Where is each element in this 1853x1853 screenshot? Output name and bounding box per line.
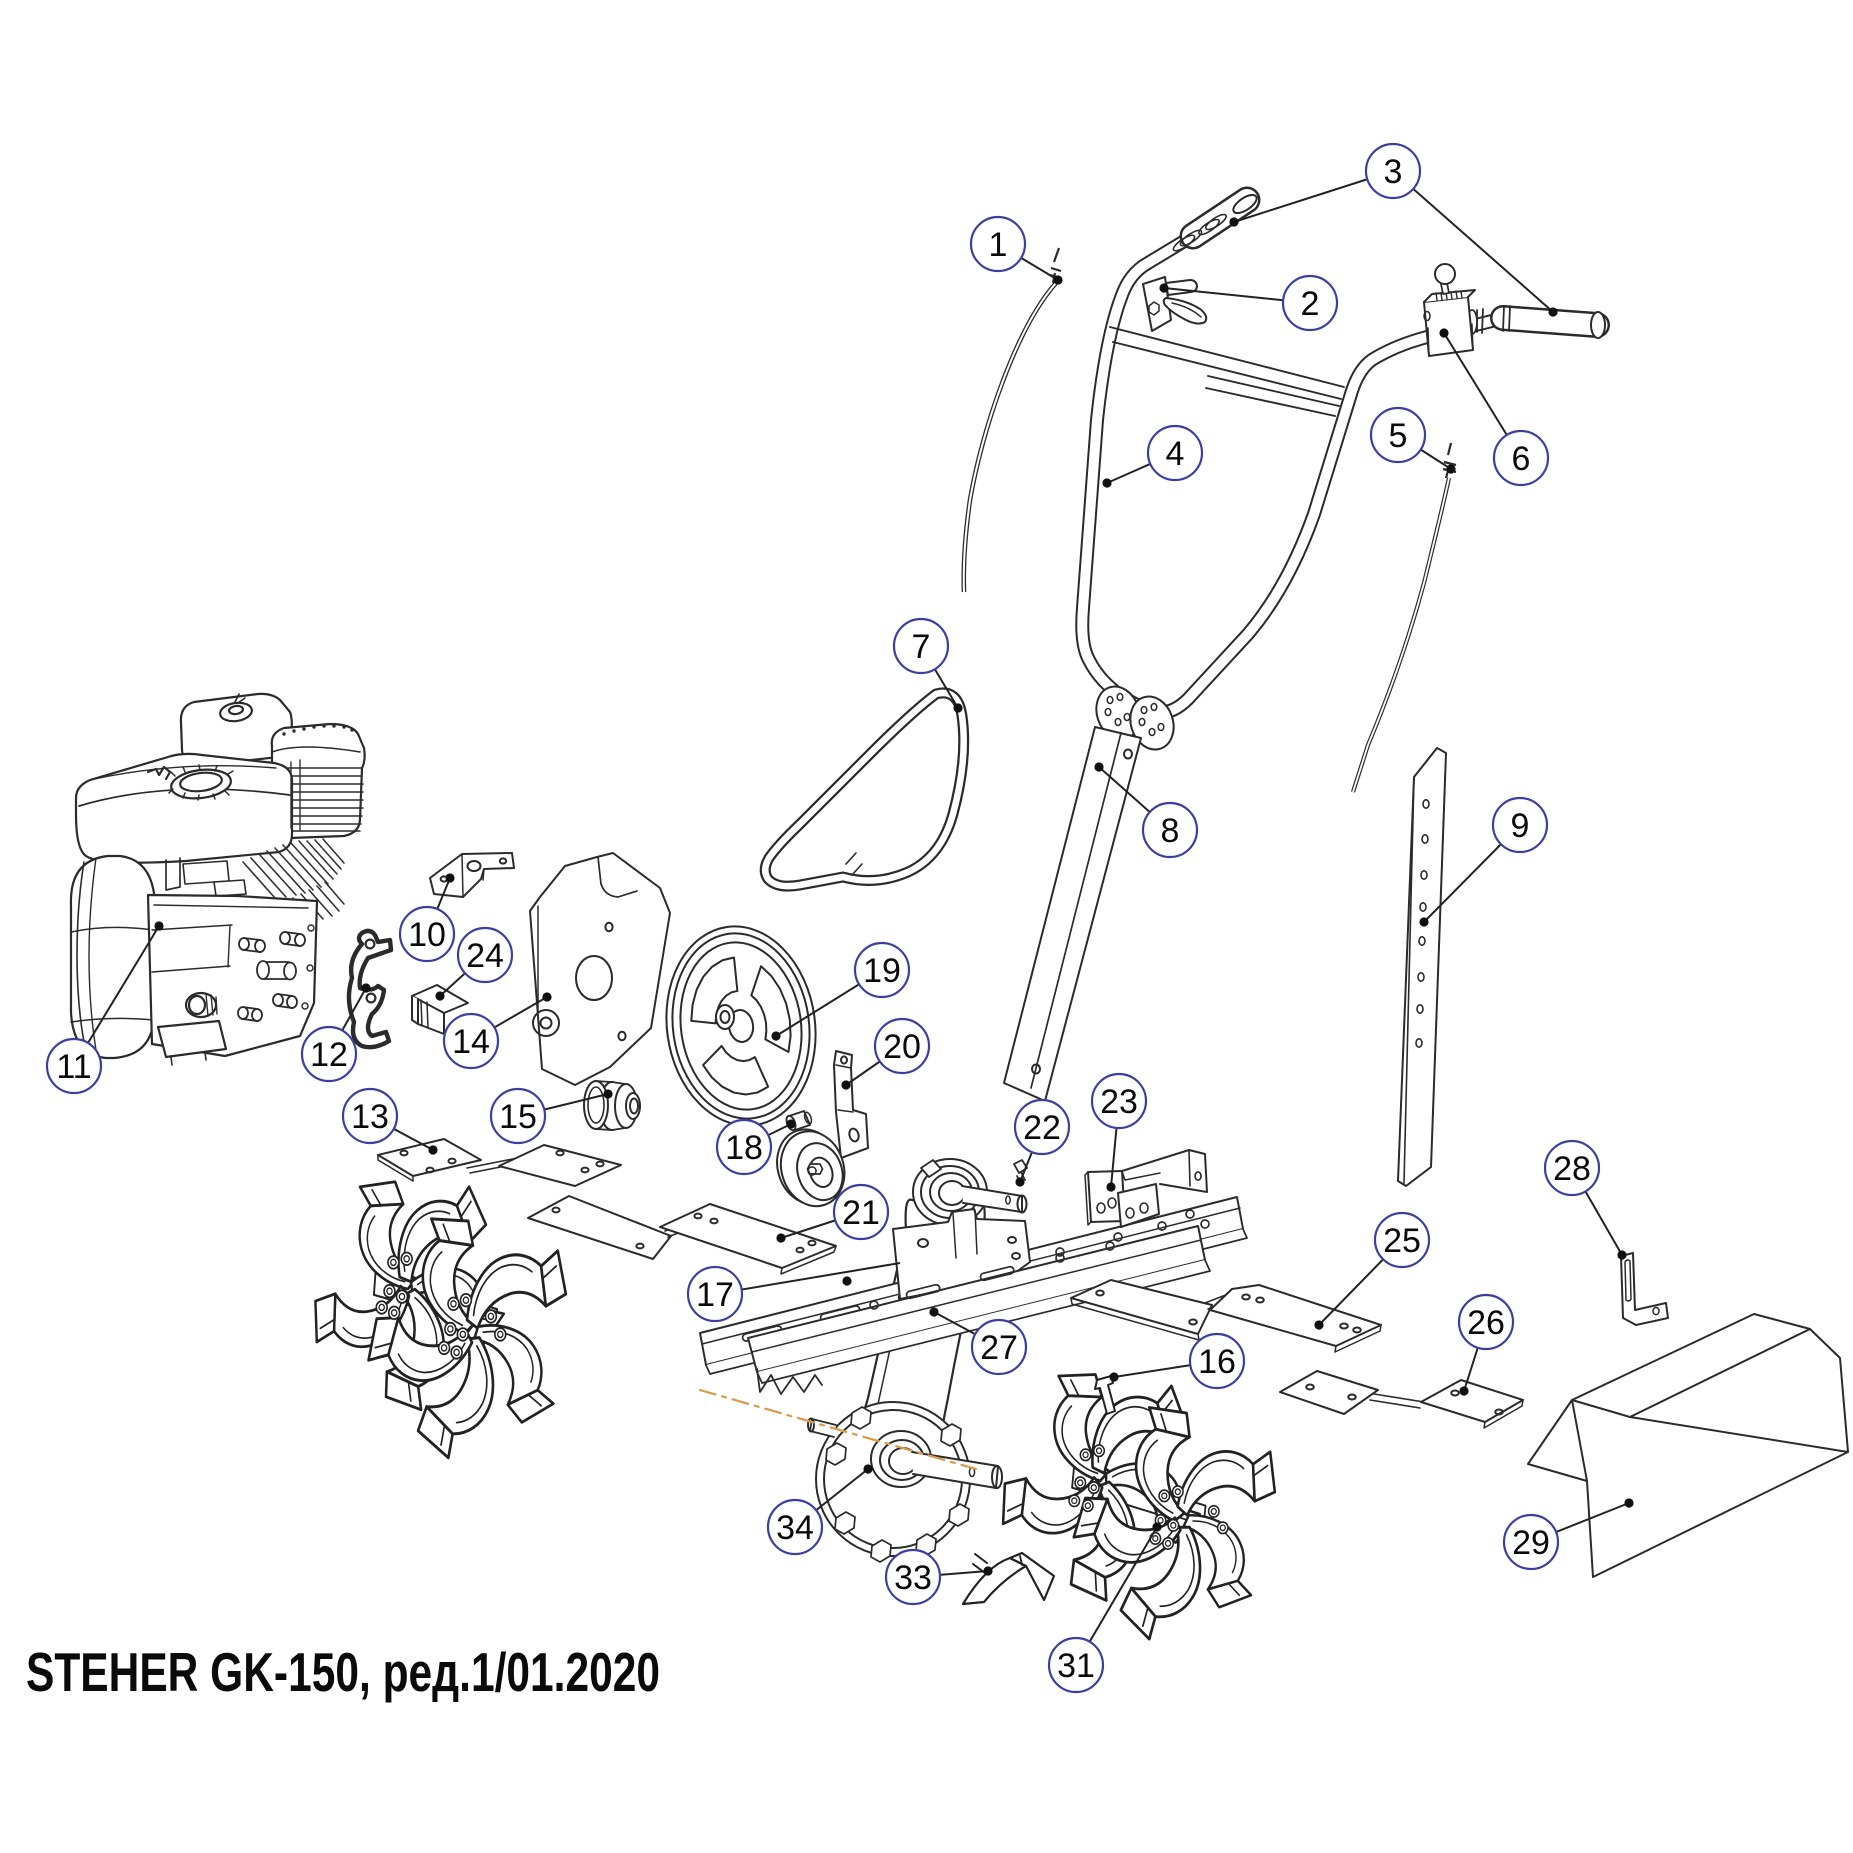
svg-text:11: 11 <box>56 1048 91 1086</box>
svg-text:26: 26 <box>1467 1304 1505 1342</box>
svg-text:23: 23 <box>1100 1083 1138 1121</box>
svg-text:6: 6 <box>1512 440 1531 478</box>
svg-text:19: 19 <box>863 952 901 990</box>
svg-text:STEHER GK-150, ред.1/01.2020: STEHER GK-150, ред.1/01.2020 <box>26 1641 660 1703</box>
svg-text:20: 20 <box>883 1028 921 1066</box>
svg-text:7: 7 <box>912 628 931 666</box>
svg-text:4: 4 <box>1166 435 1185 473</box>
svg-text:9: 9 <box>1511 807 1530 845</box>
svg-text:14: 14 <box>452 1023 490 1061</box>
svg-text:31: 31 <box>1057 1647 1095 1685</box>
svg-text:12: 12 <box>310 1036 348 1074</box>
svg-text:21: 21 <box>842 1194 880 1232</box>
svg-text:29: 29 <box>1512 1524 1550 1562</box>
svg-text:3: 3 <box>1384 153 1403 191</box>
svg-text:1: 1 <box>989 226 1008 264</box>
svg-text:34: 34 <box>776 1509 814 1547</box>
svg-text:10: 10 <box>408 916 446 954</box>
svg-text:8: 8 <box>1161 812 1180 850</box>
svg-text:16: 16 <box>1198 1343 1236 1381</box>
svg-text:24: 24 <box>466 937 504 975</box>
svg-text:33: 33 <box>894 1559 932 1597</box>
svg-text:17: 17 <box>696 1276 734 1314</box>
svg-text:13: 13 <box>351 1098 389 1136</box>
svg-text:2: 2 <box>1301 285 1320 323</box>
svg-text:18: 18 <box>725 1129 763 1167</box>
svg-text:27: 27 <box>980 1329 1018 1367</box>
svg-text:5: 5 <box>1389 417 1408 455</box>
svg-text:28: 28 <box>1553 1150 1591 1188</box>
svg-text:22: 22 <box>1023 1109 1061 1147</box>
svg-text:15: 15 <box>499 1098 537 1136</box>
svg-text:25: 25 <box>1383 1222 1421 1260</box>
